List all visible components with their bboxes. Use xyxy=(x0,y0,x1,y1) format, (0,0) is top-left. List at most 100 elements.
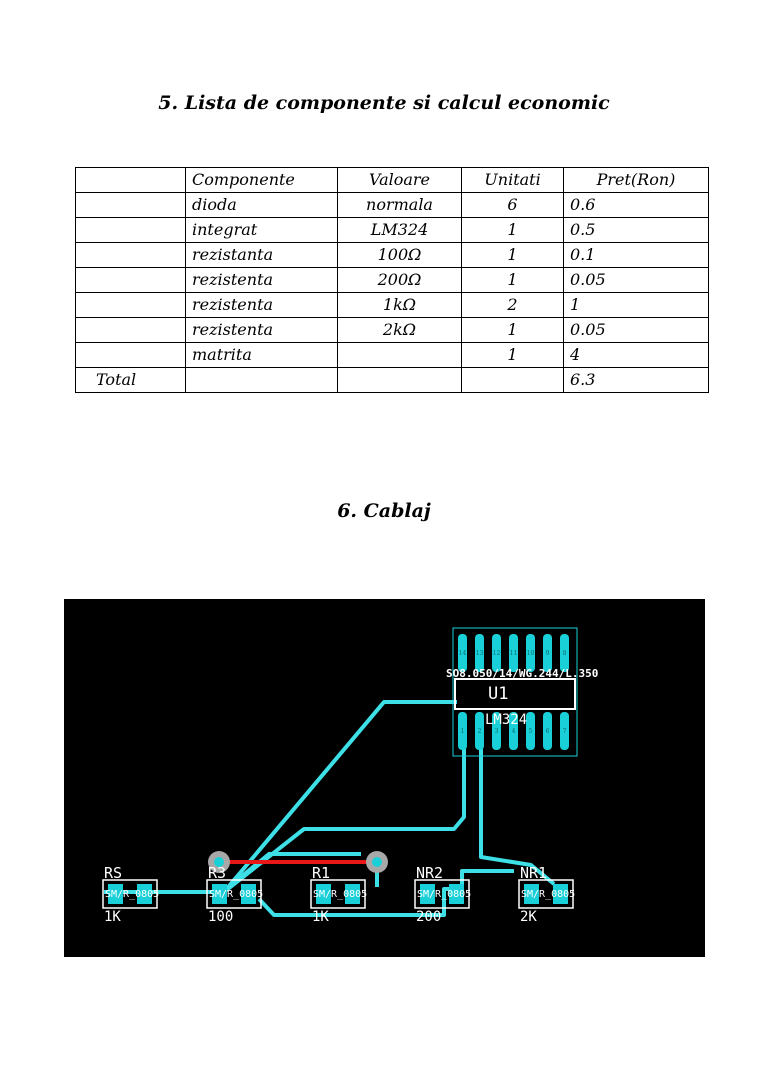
table-cell xyxy=(75,292,186,318)
ic-outline xyxy=(454,678,576,710)
pcb-trace xyxy=(212,852,361,901)
resistor-outline xyxy=(102,879,158,909)
ic-value: LM324 xyxy=(485,712,527,728)
resistor-value: 1K xyxy=(312,909,329,925)
ic-pad xyxy=(492,634,501,672)
table-cell: 0.6 xyxy=(563,192,709,218)
table-cell: 1 xyxy=(461,342,564,368)
table-cell: Unitati xyxy=(461,167,564,193)
ic-pin-number: 1 xyxy=(461,728,465,735)
ic-pin-number: 14 xyxy=(459,650,467,657)
resistor-pad xyxy=(449,884,464,904)
ic-pad xyxy=(543,634,552,672)
resistor-pad xyxy=(420,884,435,904)
resistor-designator: NR2 xyxy=(416,864,443,882)
table-cell xyxy=(461,367,564,393)
ic-pin-number: 13 xyxy=(476,650,484,657)
ic-pin-number: 4 xyxy=(512,728,516,735)
ic-pad xyxy=(475,634,484,672)
resistor-pad xyxy=(524,884,539,904)
resistor-footprint-label: SM/R_0805 xyxy=(313,889,367,900)
resistor-pad xyxy=(345,884,360,904)
table-cell xyxy=(337,342,462,368)
table-cell: 0.1 xyxy=(563,242,709,268)
ic-pad xyxy=(492,712,501,750)
resistor-pad xyxy=(137,884,152,904)
resistor-value: 100 xyxy=(208,909,233,925)
table-cell: 6.3 xyxy=(563,367,709,393)
resistor-designator: RS xyxy=(104,864,122,882)
table-cell: Total xyxy=(75,367,186,393)
table-cell xyxy=(75,242,186,268)
ic-courtyard xyxy=(452,627,578,757)
resistor-outline xyxy=(206,879,262,909)
resistor-value: 2K xyxy=(520,909,537,925)
table-cell xyxy=(75,217,186,243)
ic-pad xyxy=(509,634,518,672)
table-cell xyxy=(337,367,462,393)
ic-pad xyxy=(526,712,535,750)
table-cell: 200Ω xyxy=(337,267,462,293)
ic-pad xyxy=(543,712,552,750)
table-cell: 1 xyxy=(563,292,709,318)
ic-pin-number: 10 xyxy=(527,650,535,657)
table-cell: 0.05 xyxy=(563,317,709,343)
ic-pin-number: 9 xyxy=(546,650,550,657)
resistor-pad xyxy=(553,884,568,904)
resistor-footprint-label: SM/R_0805 xyxy=(521,889,575,900)
table-cell: 0.05 xyxy=(563,267,709,293)
table-cell: 100Ω xyxy=(337,242,462,268)
ic-pin-number: 8 xyxy=(563,650,567,657)
table-cell: 1 xyxy=(461,317,564,343)
pcb-trace xyxy=(479,744,556,886)
ic-pad xyxy=(560,712,569,750)
table-total-row: Total 6.3 xyxy=(75,367,709,393)
ic-pad xyxy=(458,712,467,750)
pcb-trace xyxy=(257,869,514,917)
table-cell: normala xyxy=(337,192,462,218)
table-cell: Valoare xyxy=(337,167,462,193)
ic-pin-number: 6 xyxy=(546,728,550,735)
table-cell: LM324 xyxy=(337,217,462,243)
table-cell xyxy=(75,167,186,193)
resistor-value: 200 xyxy=(416,909,441,925)
table-cell: dioda xyxy=(185,192,338,218)
pcb-board xyxy=(64,599,705,957)
table-cell: 1 xyxy=(461,267,564,293)
resistor-outline xyxy=(310,879,366,909)
table-cell: rezistenta xyxy=(185,267,338,293)
ic-pad xyxy=(509,712,518,750)
table-cell: Pret(Ron) xyxy=(563,167,709,193)
table-cell: matrita xyxy=(185,342,338,368)
table-cell: 6 xyxy=(461,192,564,218)
table-cell: 1 xyxy=(461,242,564,268)
table-cell: 2 xyxy=(461,292,564,318)
ic-pad xyxy=(560,634,569,672)
resistor-pad xyxy=(108,884,123,904)
resistor-designator: R1 xyxy=(312,864,330,882)
ic-pin-number: 12 xyxy=(493,650,501,657)
resistor-designator: R3 xyxy=(208,864,226,882)
ic-pin-number: 3 xyxy=(495,728,499,735)
table-cell: integrat xyxy=(185,217,338,243)
table-cell: rezistenta xyxy=(185,292,338,318)
table-cell: Componente xyxy=(185,167,338,193)
ic-pad xyxy=(526,634,535,672)
pcb-via-hole xyxy=(214,857,224,867)
table-cell xyxy=(75,317,186,343)
table-cell xyxy=(75,192,186,218)
resistor-pad xyxy=(316,884,331,904)
